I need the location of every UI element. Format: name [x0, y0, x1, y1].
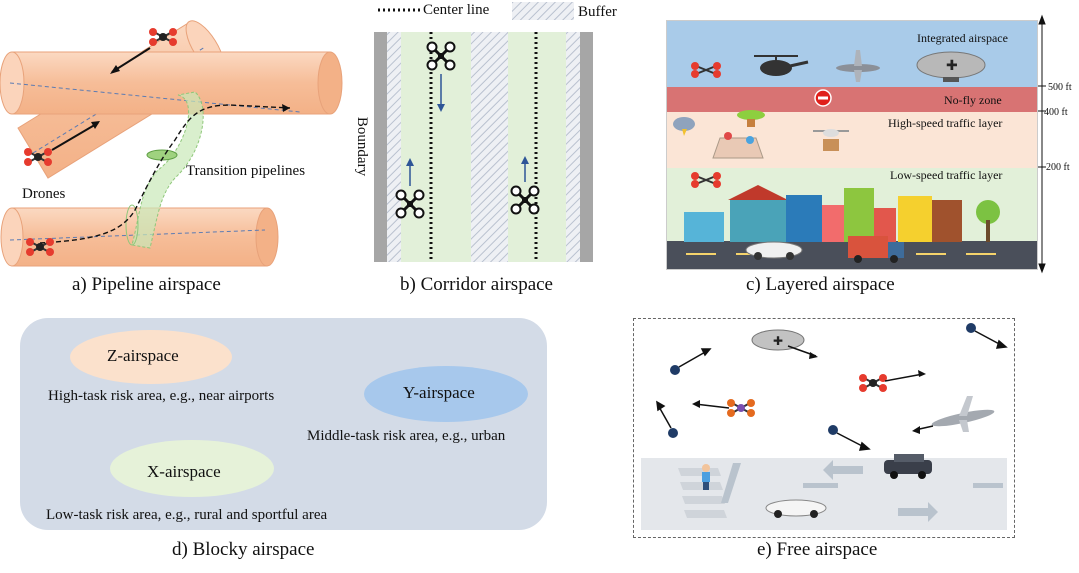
z-airspace-zone	[70, 330, 232, 384]
delivery-map-icon	[712, 132, 764, 159]
integrated-layer	[667, 21, 1037, 87]
center-line-label: Center line	[423, 2, 490, 18]
x-airspace-label: X-airspace	[147, 462, 221, 481]
caption-pipeline: a) Pipeline airspace	[72, 274, 221, 295]
layered-illustrations: ✚	[673, 14, 1046, 274]
z-airspace-description: High-task risk area, e.g., near airports	[48, 388, 275, 404]
altitude-400-label: 400 ft	[1044, 107, 1068, 118]
truck-icon	[848, 236, 904, 263]
caption-layered: c) Layered airspace	[746, 274, 895, 295]
x-airspace-description: Low-task risk area, e.g., rural and spor…	[46, 507, 328, 523]
drones-label: Drones	[22, 186, 66, 202]
road-arrows	[721, 460, 1003, 522]
airship-icon: ✚	[916, 51, 986, 82]
drone-icon	[691, 62, 721, 78]
car-icon	[765, 499, 827, 518]
free-airspace-area	[633, 318, 1015, 538]
pipeline-diagram	[0, 20, 343, 267]
drone-direction-arrow	[111, 47, 151, 73]
buffer-label: Buffer	[578, 4, 617, 20]
y-airspace-zone	[364, 366, 528, 422]
svg-text:✚: ✚	[946, 59, 958, 74]
storm-cloud-icon	[673, 117, 695, 136]
drone-icon	[395, 189, 425, 219]
caption-free: e) Free airspace	[757, 539, 878, 560]
military-drone-icon	[836, 50, 880, 82]
cargo-drone-icon	[737, 110, 765, 127]
boundary-label: Boundary	[354, 116, 371, 177]
upper-pipeline	[0, 51, 343, 115]
y-airspace-label: Y-airspace	[403, 383, 475, 402]
corridor-diagram	[374, 2, 593, 262]
fixed-wing-drone-icon	[931, 396, 995, 432]
buffer-legend	[512, 2, 574, 20]
drone-icon	[727, 399, 755, 417]
drone-icon	[510, 185, 540, 215]
x-airspace-zone	[110, 440, 274, 497]
right-boundary-wall	[580, 32, 593, 262]
drone-direction-arrow	[51, 122, 99, 151]
drone-icon	[24, 148, 52, 166]
altitude-scale	[1038, 14, 1046, 274]
altitude-200-label: 200 ft	[1046, 162, 1070, 173]
transition-pipeline	[39, 91, 291, 249]
no-entry-icon	[814, 89, 832, 107]
z-airspace-label: Z-airspace	[107, 346, 179, 365]
city-buildings	[684, 185, 1000, 242]
car-icon	[745, 241, 803, 260]
y-airspace-description: Middle-task risk area, e.g., urban	[307, 428, 506, 444]
svg-text:✚: ✚	[773, 334, 783, 348]
delivery-drone-icon	[813, 129, 849, 151]
agent-arrows	[656, 330, 1008, 451]
agent-dots	[668, 323, 976, 438]
crosswalk	[678, 468, 727, 518]
drone-icon	[426, 41, 456, 71]
pedestrian-icon	[702, 464, 710, 490]
nofly-layer	[667, 87, 1037, 112]
caption-blocky: d) Blocky airspace	[172, 539, 315, 560]
drone-icon	[26, 238, 54, 256]
altitude-500-label: 500 ft	[1048, 82, 1072, 93]
helicopter-icon	[754, 55, 809, 76]
airship-icon: ✚	[751, 329, 805, 351]
nofly-zone-label: No-fly zone	[944, 93, 1002, 107]
drone-icon	[149, 28, 177, 46]
highspeed-layer-label: High-speed traffic layer	[888, 116, 1003, 130]
drone-icon	[859, 374, 887, 392]
transition-pipelines-label: Transition pipelines	[186, 163, 306, 179]
integrated-airspace-label: Integrated airspace	[917, 31, 1008, 45]
left-boundary-wall	[374, 32, 387, 262]
free-airspace-diagram: ✚	[656, 323, 1008, 522]
lowspeed-layer-label: Low-speed traffic layer	[890, 168, 1003, 182]
caption-corridor: b) Corridor airspace	[400, 274, 553, 295]
suv-icon	[884, 454, 932, 479]
drone-icon	[691, 172, 721, 188]
